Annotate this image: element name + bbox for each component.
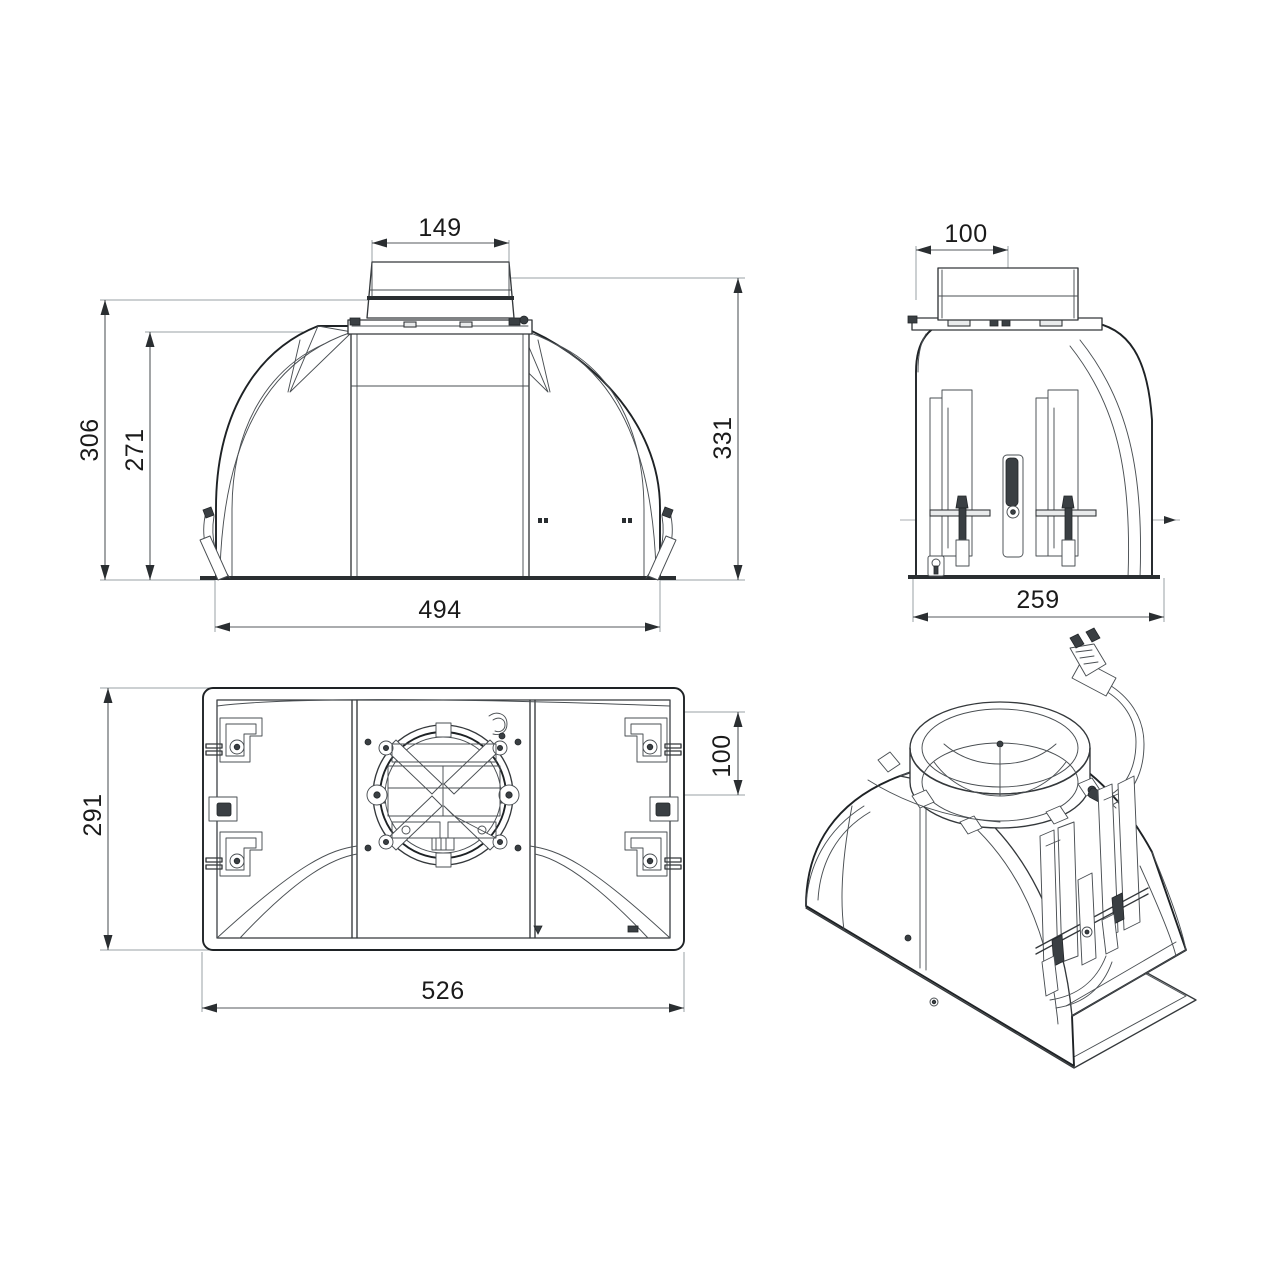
side-internal-brackets xyxy=(927,389,1097,577)
dimension-front-duct-width: 149 xyxy=(372,214,509,248)
side-duct-collar xyxy=(937,267,1079,321)
front-base-and-clips xyxy=(199,506,677,581)
dimension-value-front-body-width: 494 xyxy=(418,596,461,624)
iso-duct-collar xyxy=(867,701,1117,835)
iso-view xyxy=(805,627,1197,1069)
dimension-value-side-duct-depth: 100 xyxy=(944,220,987,248)
plan-duct-flange xyxy=(364,712,522,868)
front-top-plate xyxy=(347,315,533,335)
front-view: 149 306 271 331 494 xyxy=(76,214,745,632)
dimension-front-body-width: 494 xyxy=(215,596,660,632)
dimension-value-front-total-height: 306 xyxy=(76,418,104,461)
plan-left-brackets xyxy=(205,717,263,877)
dimension-front-total-height: 306 xyxy=(76,300,110,580)
dimension-value-side-body-depth: 259 xyxy=(1016,586,1059,614)
dimension-value-plan-depth: 291 xyxy=(79,793,107,836)
plan-view: 291 100 526 xyxy=(79,687,745,1013)
dimension-value-front-duct-width: 149 xyxy=(418,214,461,242)
side-view: 100 259 xyxy=(900,220,1180,622)
dimension-front-overall-height: 331 xyxy=(709,278,743,580)
dimension-side-body-depth: 259 xyxy=(913,586,1164,622)
dimension-plan-depth: 291 xyxy=(79,688,113,950)
dimension-value-front-body-height: 271 xyxy=(121,428,149,471)
plan-right-brackets xyxy=(533,717,682,935)
dimension-side-duct-depth: 100 xyxy=(916,220,1008,255)
dimension-value-plan-duct-offset: 100 xyxy=(708,734,736,777)
iso-internal-brackets xyxy=(1035,775,1149,1009)
dimension-plan-width: 526 xyxy=(202,977,684,1013)
dimension-value-front-overall-height: 331 xyxy=(709,416,737,459)
front-center-housing xyxy=(350,325,530,579)
dimension-front-body-height: 271 xyxy=(121,332,155,580)
dimension-value-plan-width: 526 xyxy=(421,977,464,1005)
side-top-flange xyxy=(907,315,1103,331)
front-duct-collar xyxy=(366,261,515,319)
dimension-plan-duct-offset: 100 xyxy=(708,712,743,795)
